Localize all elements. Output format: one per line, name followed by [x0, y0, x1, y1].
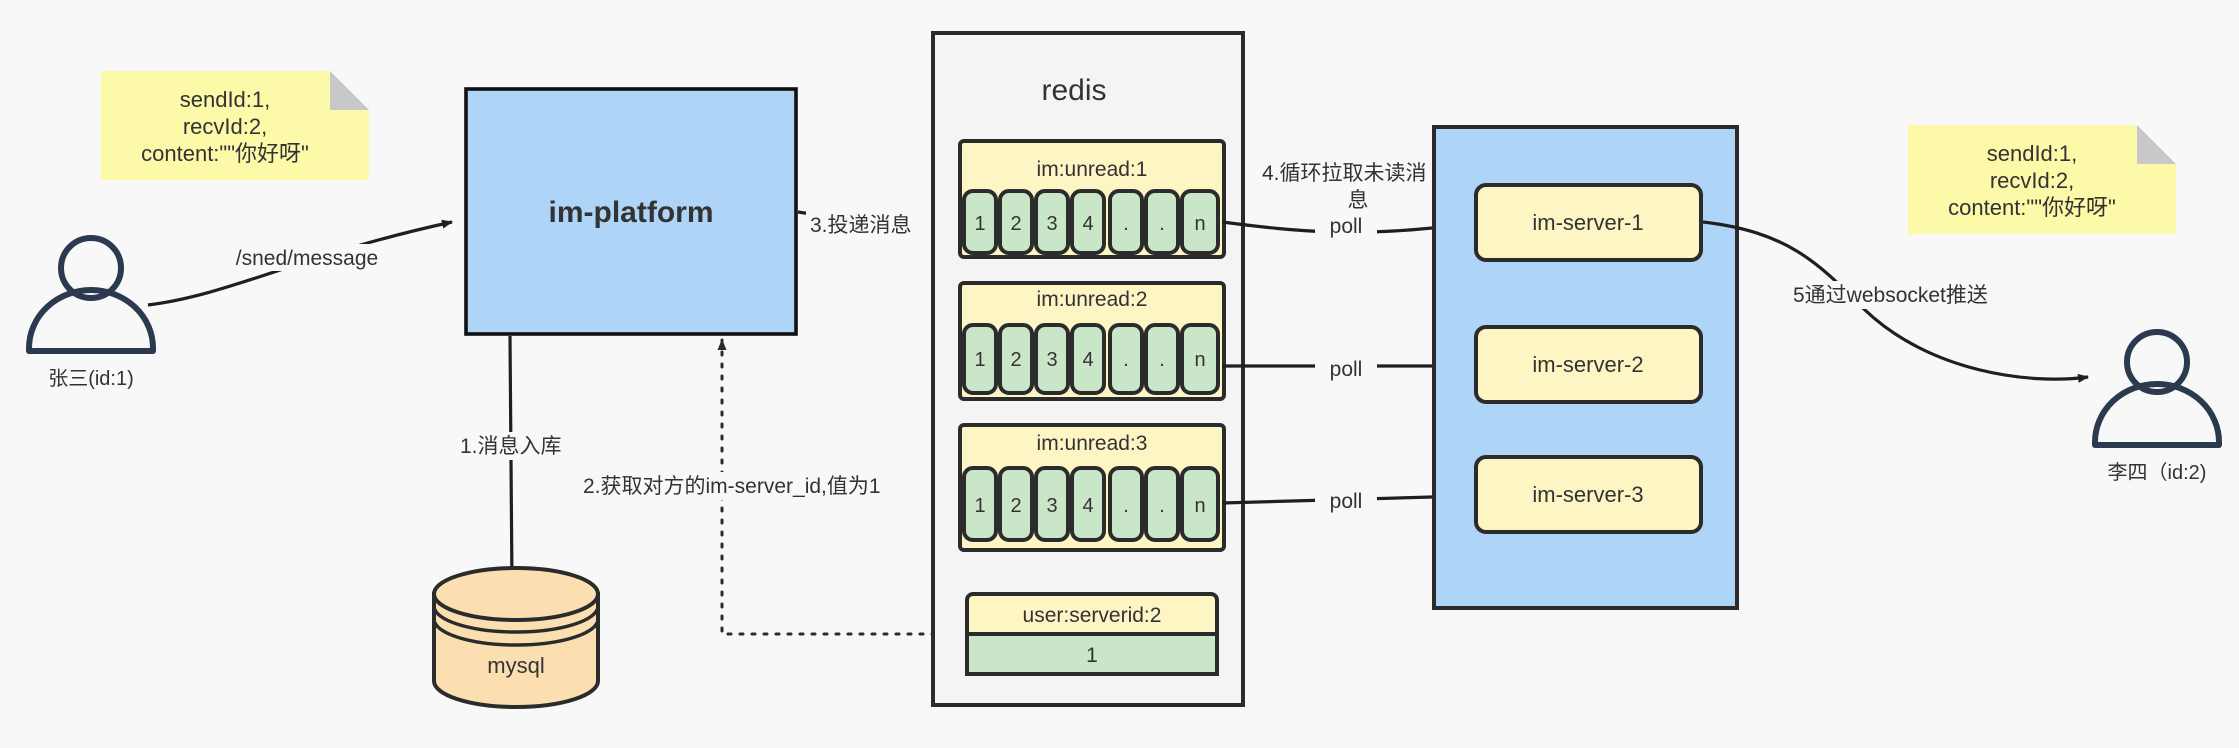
note-left-line-1: sendId:1,: [180, 87, 271, 112]
edge-label-step4-line-1: 4.循环拉取未读消: [1262, 162, 1427, 185]
redis-container: redis im:unread:1 1 2 3 4 . . n: [931, 31, 1245, 707]
note-right-line-2: recvId:2,: [1990, 168, 2074, 193]
redis-cell: .: [1123, 495, 1129, 517]
redis-cell: 4: [1082, 495, 1093, 517]
redis-cells-2: 1 2 3 4 . . n: [962, 323, 1220, 395]
redis-cells-3: 1 2 3 4 . . n: [962, 466, 1220, 542]
im-server-2-label: im-server-2: [1532, 352, 1643, 377]
im-server-cluster: im-server-1 im-server-2 im-server-3: [1432, 125, 1739, 610]
redis-cell: n: [1194, 213, 1205, 235]
im-server-1-label: im-server-1: [1532, 210, 1643, 235]
redis-cells-1: 1 2 3 4 . . n: [962, 189, 1220, 255]
mysql-label: mysql: [487, 653, 544, 678]
note-left: sendId:1, recvId:2, content:""你好呀": [101, 71, 369, 180]
edge-label-step4-line-2: 息: [1348, 189, 1369, 212]
im-server-3-box[interactable]: im-server-3: [1474, 455, 1703, 534]
im-server-1-box[interactable]: im-server-1: [1474, 183, 1703, 262]
redis-title: redis: [1041, 74, 1106, 107]
actor-sender-body-icon: [26, 287, 156, 354]
edge-label-step2: 2.获取对方的im-server_id,值为1: [583, 475, 881, 498]
redis-cell: 2: [1010, 495, 1021, 517]
redis-cell: 2: [1010, 349, 1021, 371]
redis-cell: n: [1194, 349, 1205, 371]
edge-label-step5: 5通过websocket推送: [1793, 284, 1988, 307]
actor-sender: 张三(id:1): [26, 235, 156, 390]
mysql-database[interactable]: mysql: [432, 566, 600, 709]
im-platform-box[interactable]: im-platform: [464, 87, 798, 336]
edge-poll-1: poll: [1221, 212, 1468, 240]
redis-cell: 1: [974, 213, 985, 235]
redis-key-name-2: im:unread:2: [1037, 288, 1148, 311]
actor-receiver-head-icon: [2124, 329, 2190, 395]
edge-label-poll-3: poll: [1330, 490, 1363, 513]
edge-step2-get-serverid: 2.获取对方的im-server_id,值为1: [580, 338, 973, 636]
redis-cell: .: [1123, 349, 1129, 371]
redis-serverid-key-name: user:serverid:2: [1023, 604, 1162, 627]
redis-cell: 4: [1082, 349, 1093, 371]
redis-cell: 1: [974, 495, 985, 517]
edge-step5-websocket-push: 5通过websocket推送: [1702, 220, 2089, 383]
note-right: sendId:1, recvId:2, content:""你好呀": [1908, 125, 2176, 234]
edge-label-step1: 1.消息入库: [460, 435, 562, 458]
edge-send-message: /sned/message: [147, 219, 453, 307]
redis-key-im-unread-2[interactable]: im:unread:2 1 2 3 4 . . n: [958, 281, 1226, 401]
edge-label-send-message: /sned/message: [236, 247, 378, 270]
note-right-line-3: content:""你好呀": [1948, 195, 2116, 220]
edge-step1-persist: 1.消息入库: [453, 335, 581, 586]
edge-label-step3: 3.投递消息: [810, 214, 912, 237]
redis-cell: 2: [1010, 213, 1021, 235]
redis-key-name-3: im:unread:3: [1037, 432, 1148, 455]
redis-key-name-1: im:unread:1: [1037, 158, 1148, 181]
redis-key-im-unread-1[interactable]: im:unread:1 1 2 3 4 . . n: [958, 139, 1226, 259]
actor-sender-head-icon: [58, 235, 124, 301]
redis-cell: 1: [974, 349, 985, 371]
edge-step3-deliver: 3.投递消息: [797, 210, 965, 240]
actor-receiver: 李四（id:2): [2092, 329, 2222, 484]
actor-receiver-label: 李四（id:2): [2108, 461, 2207, 484]
note-left-line-3: content:""你好呀": [141, 141, 309, 166]
im-server-2-box[interactable]: im-server-2: [1474, 325, 1703, 404]
note-right-line-1: sendId:1,: [1987, 141, 2078, 166]
edge-poll-2: poll: [1222, 355, 1468, 383]
actor-sender-label: 张三(id:1): [48, 367, 134, 390]
redis-cell: 3: [1046, 495, 1057, 517]
redis-cell: 3: [1046, 213, 1057, 235]
redis-cell: .: [1159, 213, 1165, 235]
redis-serverid-value: 1: [1086, 644, 1098, 667]
edge-poll-3: poll: [1221, 487, 1468, 515]
redis-cell: 4: [1082, 213, 1093, 235]
redis-key-im-unread-3[interactable]: im:unread:3 1 2 3 4 . . n: [958, 423, 1226, 552]
im-server-3-label: im-server-3: [1532, 482, 1643, 507]
redis-cell: .: [1123, 213, 1129, 235]
note-left-line-2: recvId:2,: [183, 114, 267, 139]
edge-label-poll-2: poll: [1330, 358, 1363, 381]
edge-label-poll-1: poll: [1330, 215, 1363, 238]
redis-cell: .: [1159, 495, 1165, 517]
actor-receiver-body-icon: [2092, 381, 2222, 448]
im-platform-label: im-platform: [549, 196, 714, 229]
redis-key-user-serverid-2[interactable]: user:serverid:2 1: [965, 592, 1219, 676]
redis-cell: .: [1159, 349, 1165, 371]
edge-label-step4: 4.循环拉取未读消 息: [1258, 157, 1458, 215]
redis-cell: n: [1194, 495, 1205, 517]
redis-cell: 3: [1046, 349, 1057, 371]
